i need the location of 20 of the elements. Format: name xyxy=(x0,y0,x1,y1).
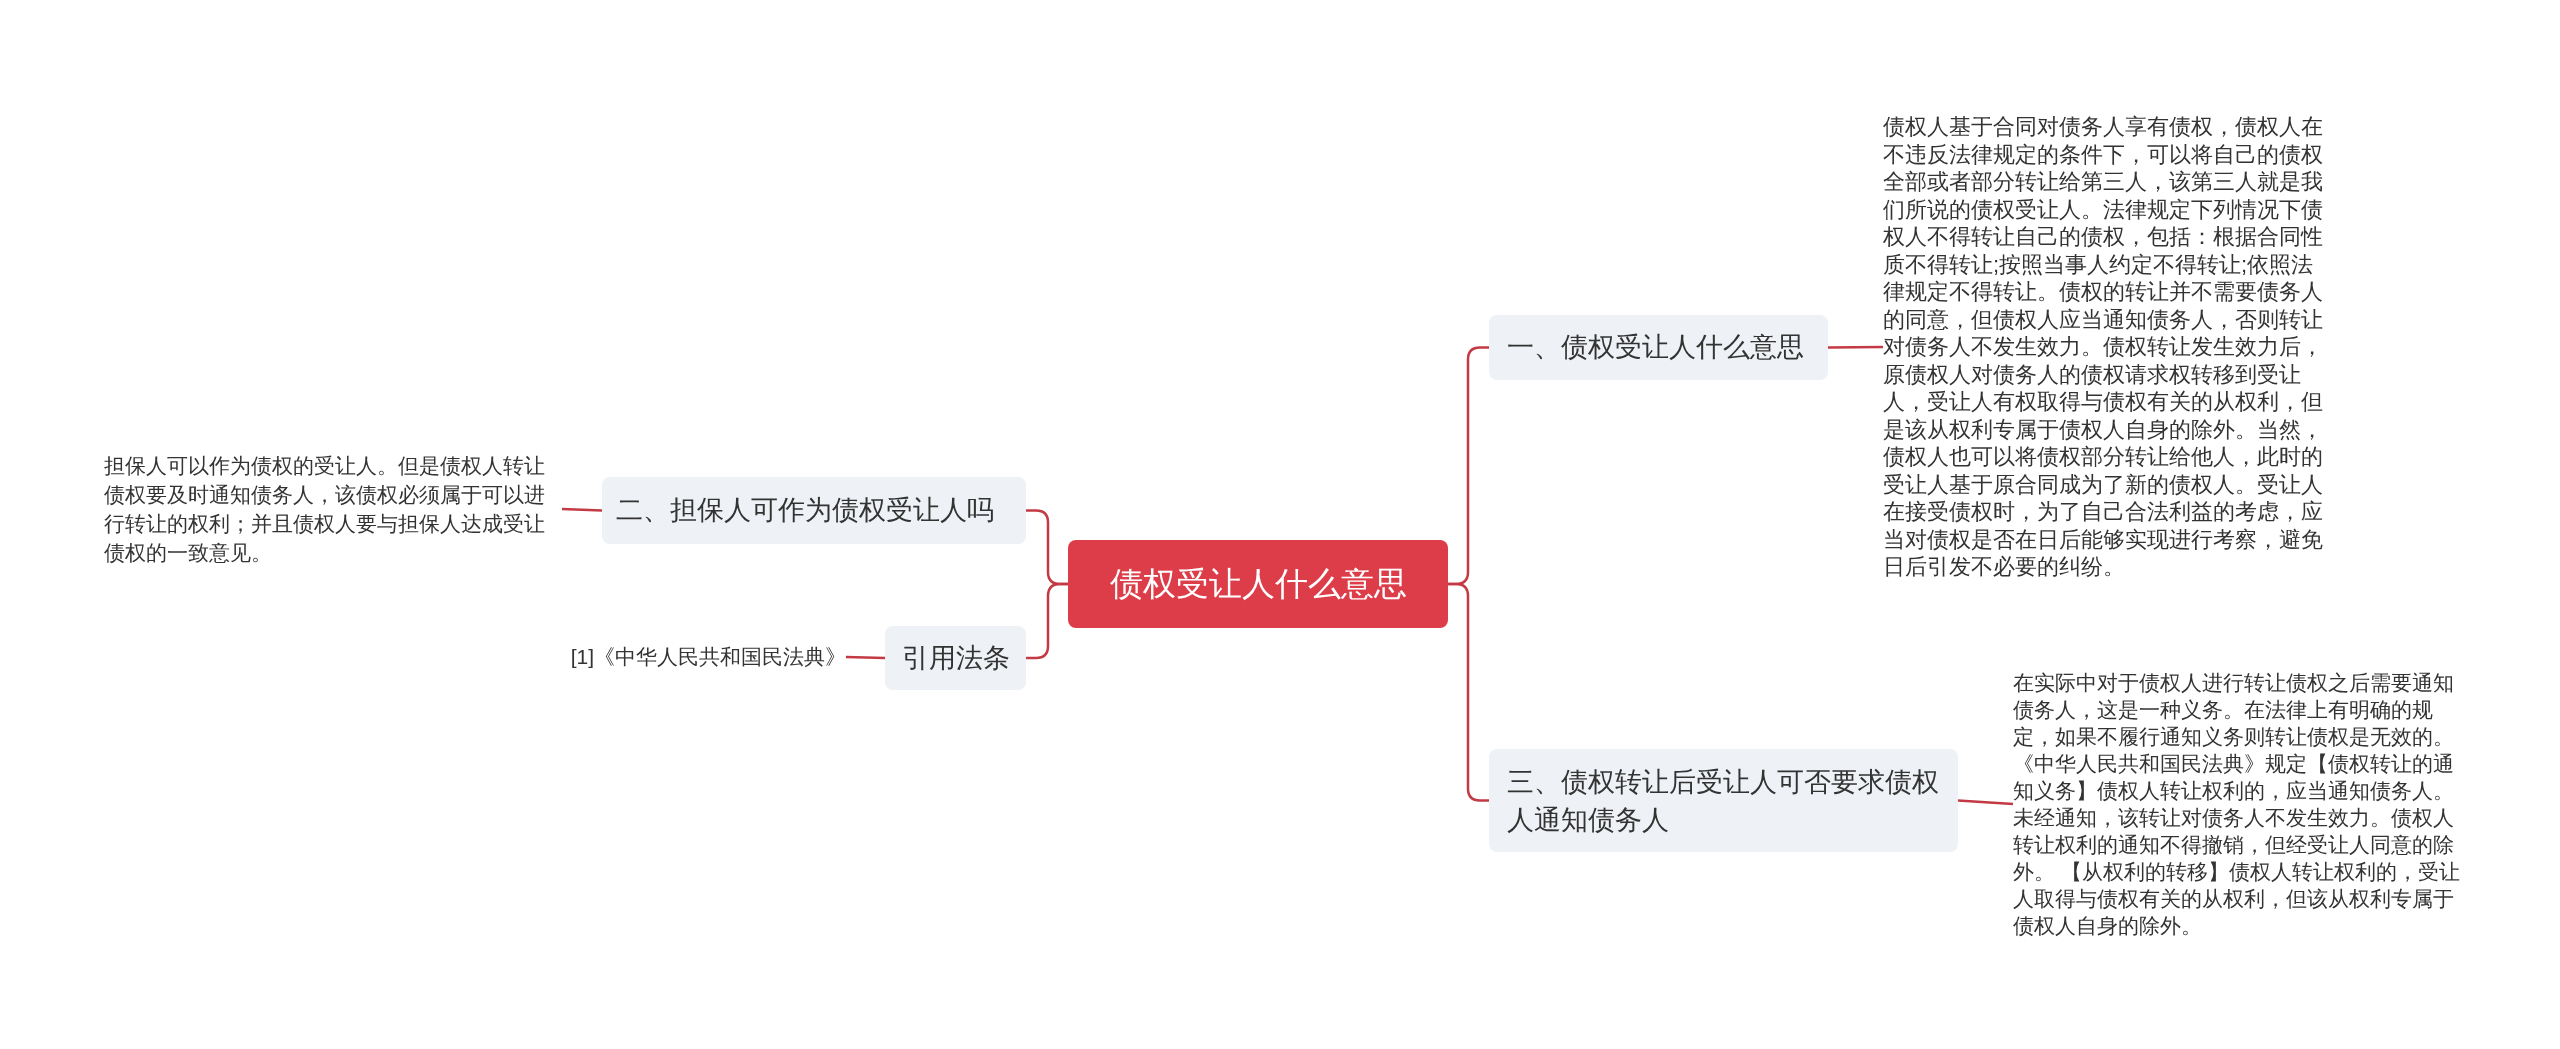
topic-text: 债权受让人什么意思 xyxy=(1109,564,1407,605)
topic-text: 三、债权转让后受让人可否要求债权人通知债务人 xyxy=(1507,765,1940,837)
topic-box xyxy=(1489,749,1958,852)
topic-box xyxy=(885,626,1026,690)
topic-box xyxy=(602,477,1026,544)
topic-text: 二、担保人可作为债权受让人吗 xyxy=(616,494,994,528)
connector-line xyxy=(1448,582,1489,802)
connector-line xyxy=(1026,582,1068,660)
detail-text: 担保人可以作为债权的受让人。但是债权人转让债权要及时通知债务人，该债权必须属于可以进行转让的权利；并且债权人要与担保人达成受让债权的一致意见。 xyxy=(104,453,546,566)
topic-text: 一、债权受让人什么意思 xyxy=(1507,331,1804,365)
detail-text: 在实际中对于债权人进行转让债权之后需要通知债务人，这是一种义务。在法律上有明确的规定，如果不履行通知义务则转让债权是无效的。《中华人民共和国民法典》规定【债权转让的通知义务】债权人转让权利的，应当通知债务人。未经通知，该转让对债务人不发生效力。债权人转让权利的通知不得撤销，但经受让人同意的除外。 【从权利的转移】债权人转让权利的，受让人取得与债权有关的从权利，但该从权利专属于债权人自身的除外。 xyxy=(2013,670,2461,939)
connector-line xyxy=(561,507,603,512)
connector-line xyxy=(1957,799,2014,806)
detail-text: 债权人基于合同对债务人享有债权，债权人在不违反法律规定的条件下，可以将自己的债权全部或者部分转让给第三人，该第三人就是我们所说的债权受让人。法律规定下列情况下债权人不得转让自己的债权，包括：根据合同性质不得转让;按照当事人约定不得转让;依照法律规定不得转让。债权的转让并不需要债务人的同意，但债权人应当通知债务人，否则转让对债务人不发生效力。债权转让发生效力后，原债权人对债务人的债权请求权转移到受让人，受让人有权取得与债权有关的从权利，但是该从权利专属于债权人自身的除外。当然，债权人也可以将债权部分转让给他人，此时的受让人基于原合同成为了新的债权人。受让人在接受债权时，为了自己合法利益的考虑，应当对债权是否在日后能够实现进行考察，避免日后引发不必要的纠纷。 xyxy=(1883,113,2324,581)
reference-text: [1]《中华人民共和国民法典》 xyxy=(570,644,846,671)
connector-line xyxy=(845,655,886,660)
connector-line xyxy=(1828,345,1883,349)
topic-text: 引用法条 xyxy=(901,641,1010,675)
central-topic-box xyxy=(1068,540,1448,628)
topic-box xyxy=(1489,315,1828,380)
